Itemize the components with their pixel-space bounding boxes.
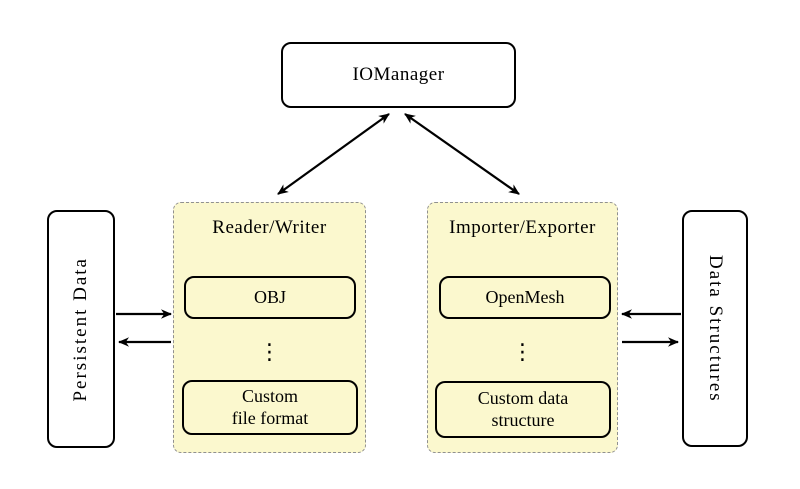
custom-data-structure-line2: structure [491,409,555,430]
arrow-iomanager-importerexporter [404,113,520,195]
obj-label: OBJ [253,286,286,307]
io-manager-label: IOManager [352,64,445,85]
arrow-iomanager-readerwriter [277,113,390,195]
io-manager-box: IOManager [281,42,516,108]
data-structures-label: Data Structures [705,254,726,403]
item-box-openmesh: OpenMesh [439,276,611,319]
vertical-ellipsis: ⋮ [511,339,534,365]
data-structures-box: Data Structures [682,210,748,447]
persistent-data-label: Persistent Data [70,256,91,402]
openmesh-label: OpenMesh [485,286,565,307]
group-reader-writer: Reader/Writer OBJ ⋮ Custom file format [173,202,366,453]
vertical-ellipsis: ⋮ [258,339,281,365]
custom-file-format-line1: Custom [241,386,298,407]
group-importer-exporter: Importer/Exporter OpenMesh ⋮ Custom data… [427,202,618,453]
group-importer-exporter-label: Importer/Exporter [449,217,596,238]
custom-data-structure-line1: Custom data [477,388,569,409]
item-box-obj: OBJ [184,276,356,319]
custom-file-format-line2: file format [231,407,309,428]
item-box-custom-data-structure: Custom data structure [435,381,611,438]
group-reader-writer-label: Reader/Writer [212,217,327,238]
persistent-data-box: Persistent Data [47,210,115,448]
item-box-custom-file-format: Custom file format [182,380,358,435]
